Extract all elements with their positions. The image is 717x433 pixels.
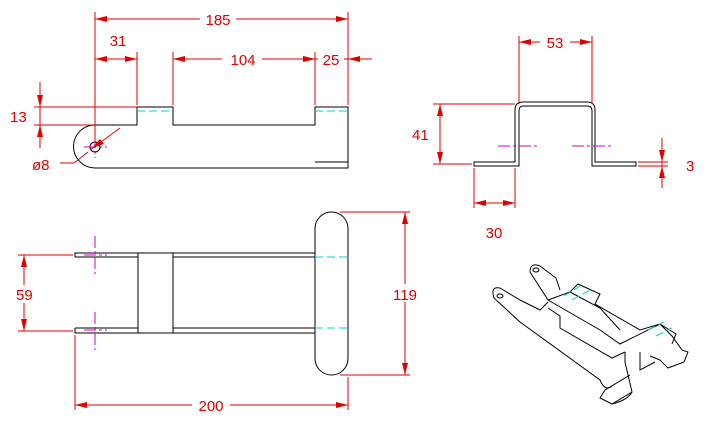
dim-200: 200 [198, 398, 223, 415]
plan-view-dimensions: 59 119 200 [14, 211, 422, 415]
side-view-dimensions: 53 41 30 3 [412, 33, 694, 242]
dim-31: 31 [110, 33, 127, 50]
plan-view-hidden-lines [315, 256, 348, 329]
dim-104: 104 [230, 52, 255, 69]
side-view: 53 41 30 3 [412, 33, 694, 242]
top-view-outline [73, 106, 349, 169]
plan-view: 59 119 200 [14, 211, 422, 415]
plan-view-centerlines [84, 236, 107, 350]
dim-3: 3 [686, 158, 694, 175]
dim-185: 185 [205, 12, 230, 29]
dim-53: 53 [547, 35, 564, 52]
top-view: 185 31 104 25 13 [10, 10, 372, 174]
dim-119: 119 [393, 287, 417, 304]
dim-25: 25 [323, 52, 340, 69]
dim-59: 59 [16, 287, 33, 304]
top-view-dimensions: 185 31 104 25 13 [10, 10, 372, 174]
side-view-outline [473, 101, 637, 167]
dim-dia-8: ø8 [32, 157, 50, 174]
isometric-view [492, 264, 689, 405]
dim-30: 30 [486, 225, 503, 242]
plan-view-outline [74, 211, 349, 376]
dim-41: 41 [412, 127, 429, 144]
dim-13: 13 [10, 109, 27, 126]
